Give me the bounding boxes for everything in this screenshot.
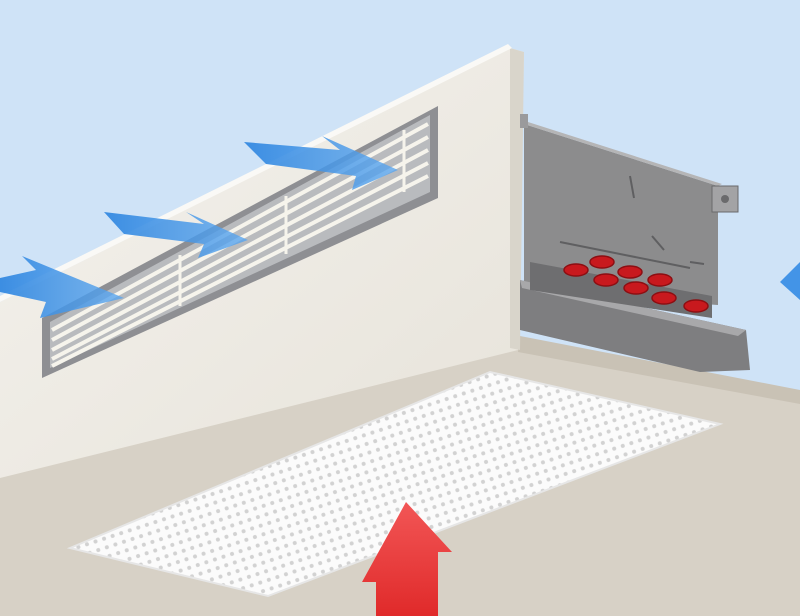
arrow-right-icon xyxy=(104,212,248,258)
fan-coil-unit xyxy=(520,114,750,372)
unit-top-edge xyxy=(524,122,722,186)
ceiling-edge-shade xyxy=(518,336,800,404)
top-bracket xyxy=(520,114,528,128)
unit-side-panel xyxy=(524,124,718,305)
unit-details xyxy=(559,175,705,269)
coil-connectors xyxy=(563,255,709,313)
arrow-up-icon xyxy=(362,502,452,616)
return-air-grille xyxy=(66,370,724,598)
supply-air-arrows xyxy=(0,136,800,318)
arrow-right-icon xyxy=(0,256,124,318)
bulkhead-top-edge xyxy=(0,44,512,302)
bracket-hole xyxy=(721,195,729,203)
arrow-right-icon xyxy=(244,136,398,190)
arrow-right-icon xyxy=(780,262,800,300)
unit-drain-pan xyxy=(520,280,750,372)
supply-grille-dividers xyxy=(178,130,406,306)
